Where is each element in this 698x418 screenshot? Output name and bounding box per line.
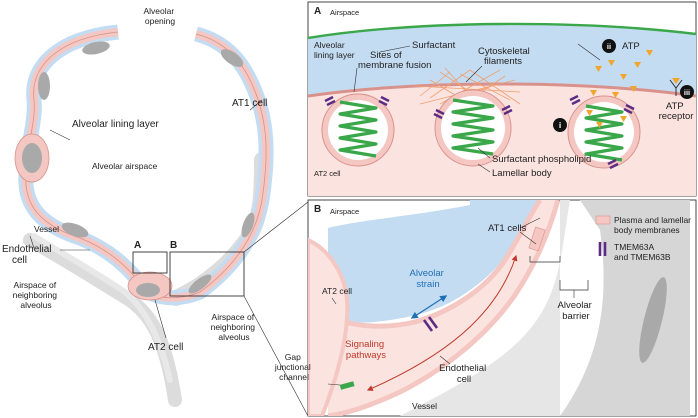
at1-bracket (529, 256, 561, 263)
gap-junction-label: Gap junctional channel (274, 352, 313, 382)
legend-tmem-swatch (598, 242, 607, 256)
surfactant-line (308, 22, 696, 40)
surfactant-label: Surfactant (412, 40, 456, 51)
leader (249, 99, 263, 111)
signaling-pathway-arrow (366, 254, 518, 391)
atp-receptor-label: ATP receptor (659, 101, 694, 122)
legend-tmem-label: TMEM63A and TMEM63B (614, 242, 671, 262)
alveolar-strain-label: Alveolar strain (410, 268, 447, 290)
panel-b-letter: B (314, 204, 321, 215)
lamellar-body-2 (434, 89, 512, 167)
leader (519, 231, 537, 245)
vessel-b (400, 200, 570, 416)
at1-cells-label: AT1 cells (488, 223, 527, 234)
vessel-b-label: Vessel (412, 401, 437, 411)
box-a-label: A (134, 240, 141, 251)
at1-cell-label: AT1 cell (232, 98, 267, 109)
endothelial-cell-label: Endothelial cell (2, 244, 54, 266)
panel-b: B Airspace AT1 cells AT2 cell Alveolar s… (274, 199, 697, 417)
airspace-a-label: Airspace (330, 8, 359, 17)
step-iii-label: iii (684, 88, 690, 97)
membrane-fusion-label: Sites of membrane fusion (358, 50, 431, 71)
gap-junction-channel (339, 381, 355, 390)
leader (519, 217, 541, 229)
at2-cell-b-label: AT2 cell (322, 286, 352, 296)
step-iii-marker (680, 85, 694, 99)
panel-a-letter: A (314, 6, 321, 17)
at2-cell-b (308, 237, 350, 416)
neighbor-airspace-right-label: Airspace of neighboring alveolus (211, 312, 258, 342)
leader (465, 65, 483, 83)
endothelium-b (520, 200, 690, 416)
leader (154, 299, 167, 339)
leader (477, 163, 491, 173)
at1-nucleus (241, 212, 255, 238)
endothelial-nucleus-b (639, 277, 667, 363)
at2-cell-overview-label: AT2 cell (148, 342, 183, 353)
box-b (169, 251, 245, 297)
at1-nucleus (220, 49, 244, 67)
neighbor-wall-left (23, 233, 182, 407)
vessel (31, 233, 173, 383)
leader (353, 67, 358, 93)
overview-panel: Alveolar opening Alveolar lining layer A… (2, 6, 309, 417)
legend-membrane-label: Plasma and lamellar body membranes (614, 215, 693, 235)
box-b-label: B (170, 240, 177, 251)
atp-receptor-triangle (672, 78, 680, 84)
vessel-label: Vessel (34, 224, 59, 234)
airspace-b-label: Airspace (330, 207, 359, 216)
alveolar-opening-label: Alveolar opening (143, 6, 176, 26)
zoom-line (243, 201, 309, 253)
leader (29, 235, 35, 249)
legend-membrane-swatch (595, 215, 611, 225)
step-ii-label: ii (607, 42, 611, 51)
alveolar-airspace-label: Alveolar airspace (92, 161, 157, 171)
lamellar-body-label: Lamellar body (492, 168, 552, 179)
lining-layer-a-label: Alveolar lining layer (314, 40, 355, 60)
leader (331, 297, 337, 305)
panel-a: i ii iii A Airspace Surfactant Alveolar … (307, 1, 697, 197)
atp-receptor-icon (669, 79, 683, 96)
wall-cell-nucleus (22, 143, 42, 173)
lining-layer-a (308, 23, 696, 100)
atp-label: ATP (622, 41, 640, 52)
alveolar-lining-layer-label: Alveolar lining layer (72, 119, 159, 130)
lamellar-body-1 (321, 93, 395, 167)
step-i-label: i (559, 120, 561, 130)
at2-cell-a-label: AT2 cell (314, 169, 341, 178)
lamellar-body-3 (567, 95, 641, 169)
legend: Plasma and lamellar body membranes TMEM6… (595, 215, 693, 262)
alveolar-barrier-label: Alveolar barrier (558, 300, 595, 322)
endothelial-nucleus (188, 274, 212, 294)
at1-nucleus (82, 41, 110, 55)
at1-nucleus (61, 222, 89, 238)
step-ii-marker (602, 39, 616, 53)
leader (477, 147, 491, 159)
surfactant-phospholipid-label: Surfactant phospholipid (492, 154, 591, 165)
cytoskeletal-filaments-label: Cytoskeletal filaments (478, 46, 532, 67)
leader (327, 383, 341, 386)
neighbor-airspace-left-label: Airspace of neighboring alveolus (13, 280, 60, 310)
leader (379, 45, 411, 53)
tmem-channels-a (324, 94, 635, 170)
atp-molecules (586, 50, 653, 128)
leader (577, 43, 601, 61)
step-i-marker (553, 118, 567, 132)
at2-nucleus-overview (136, 283, 160, 297)
at1-nucleus (38, 72, 50, 100)
at1-junction (528, 226, 546, 252)
leader (439, 355, 451, 365)
box-a (132, 251, 168, 274)
endothelial-cell-b-label: Endothelial cell (439, 363, 489, 385)
leader (49, 129, 71, 141)
zoom-line (243, 295, 309, 417)
signaling-pathways-label: Signaling pathways (345, 339, 387, 361)
